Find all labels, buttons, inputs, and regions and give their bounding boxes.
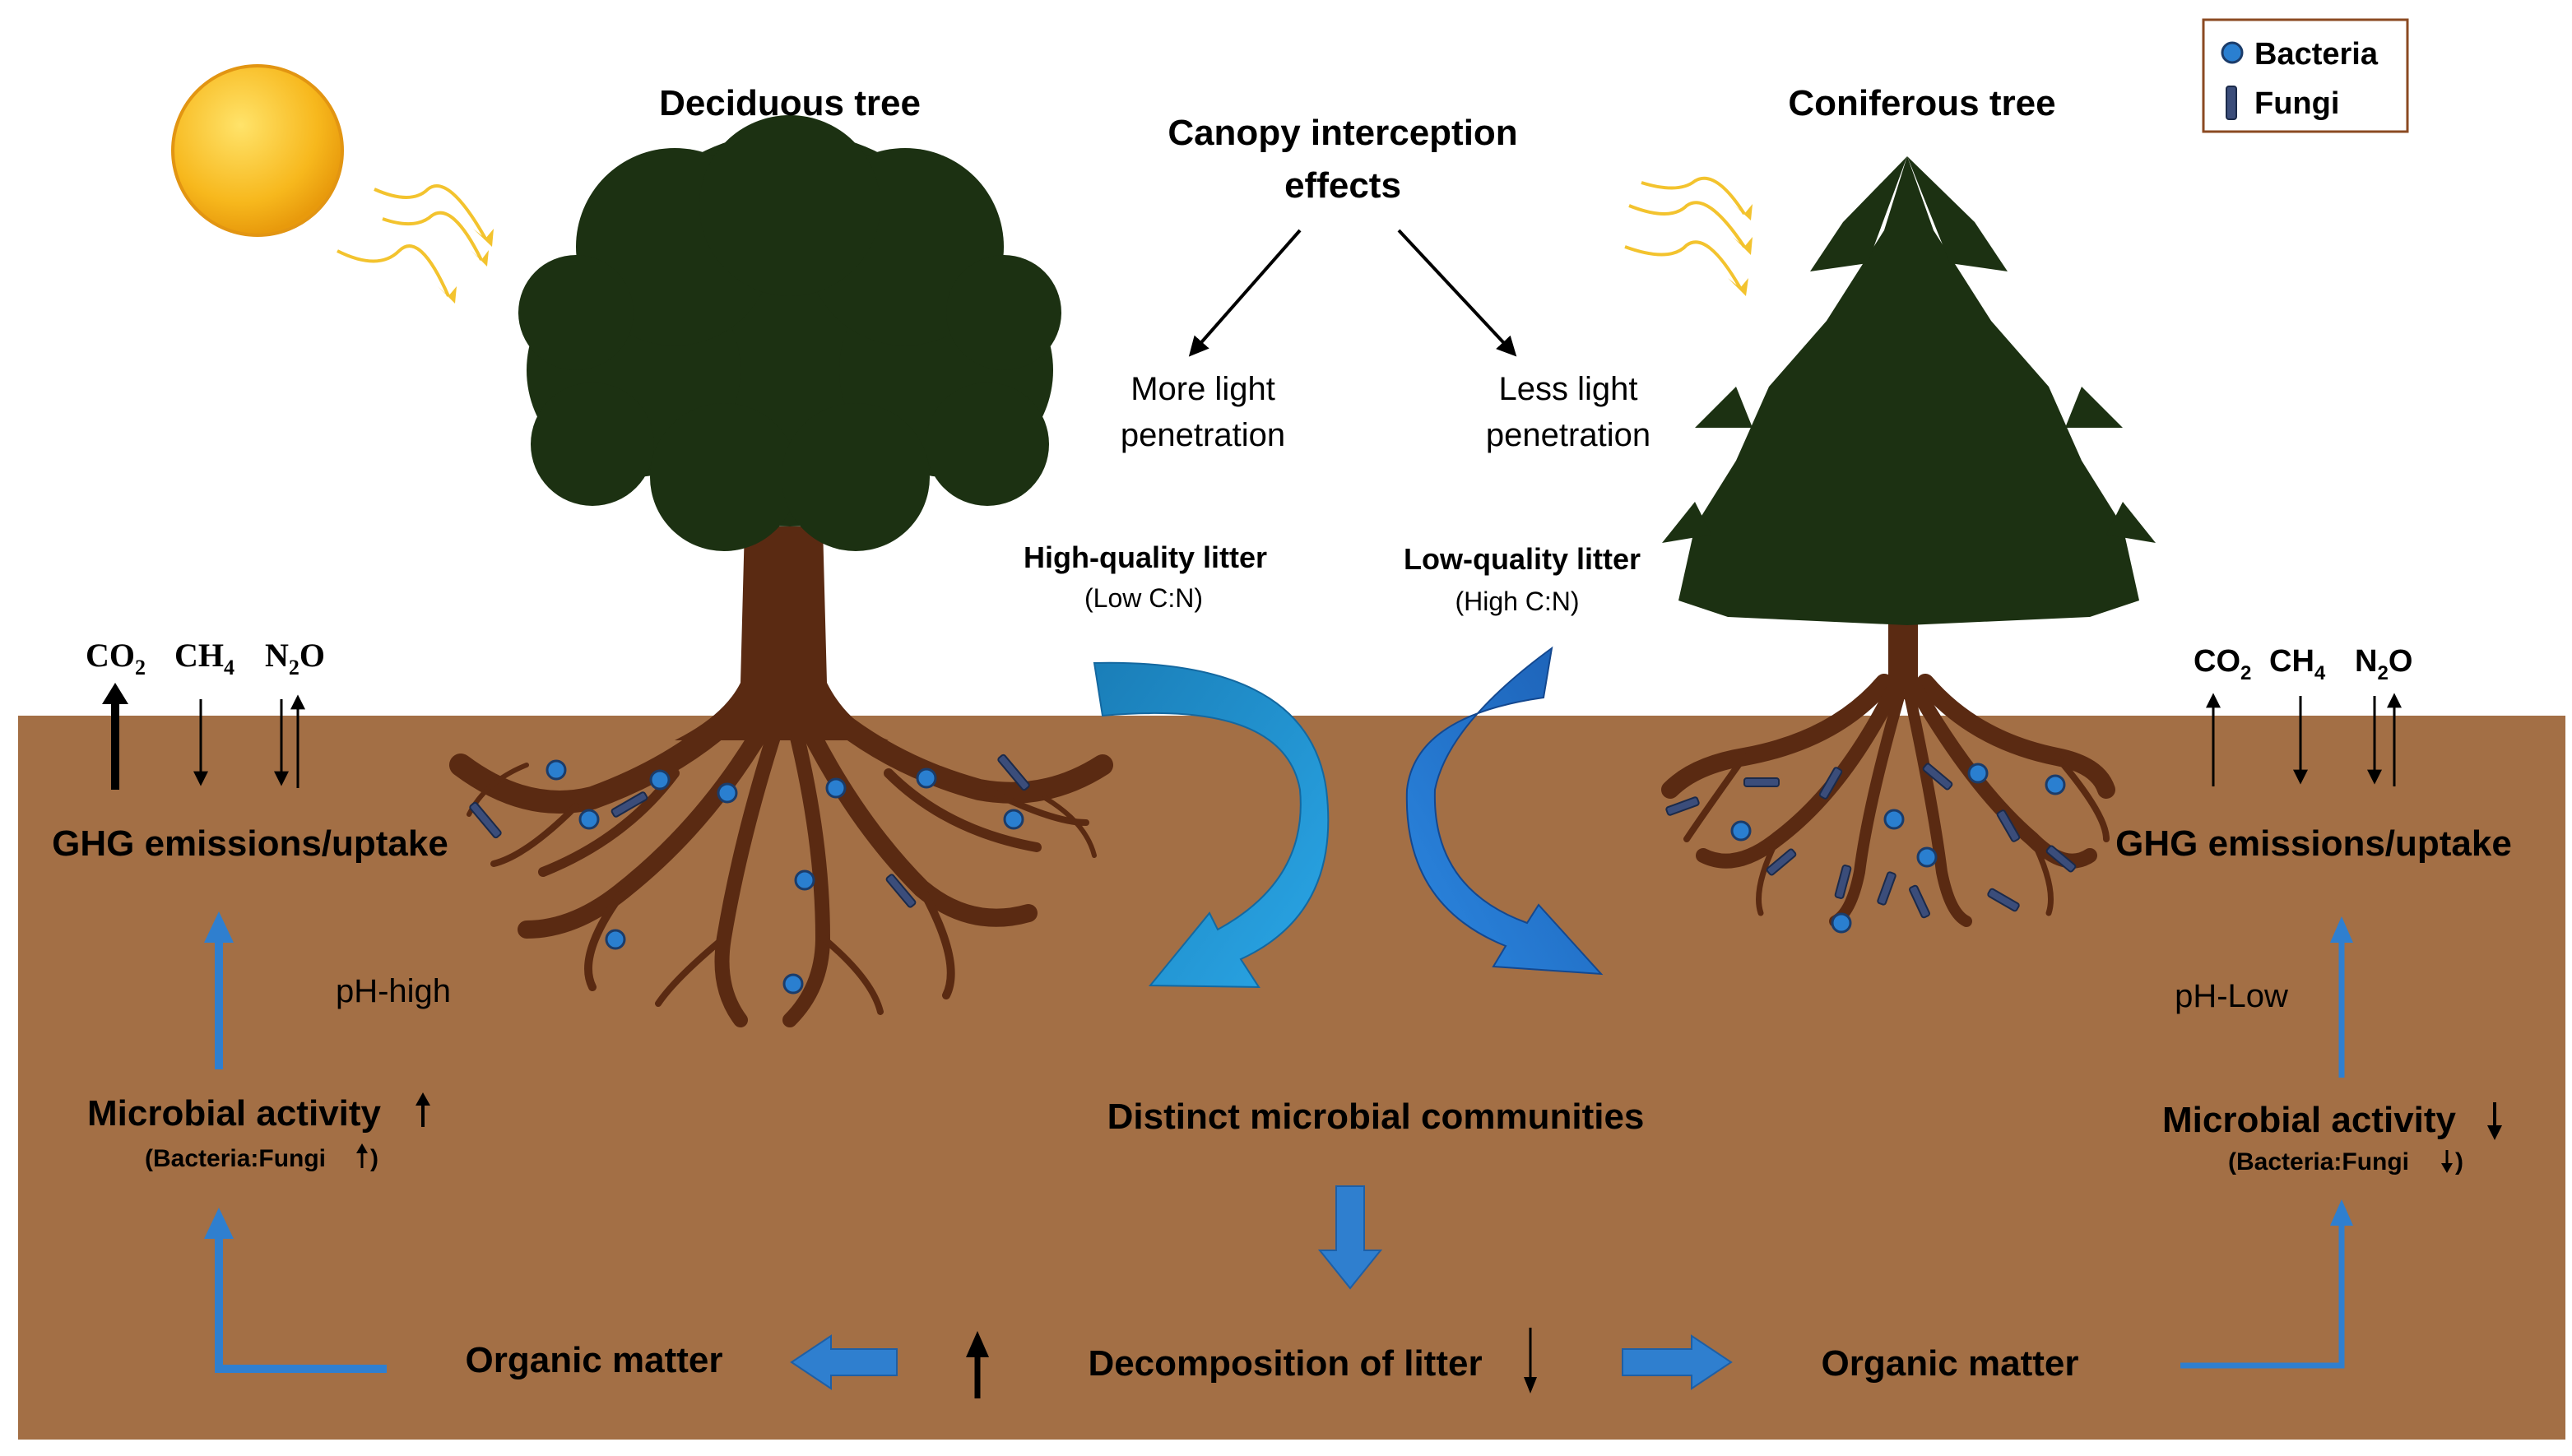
left-gas-flux-arrows (102, 683, 305, 790)
soil-layer (18, 716, 2565, 1440)
left-ratio-increase-icon (356, 1143, 368, 1168)
right-co2-label: CO2 (2194, 644, 2251, 684)
deciduous-bacteria (546, 759, 1024, 995)
high-quality-litter-label: High-quality litter (1024, 540, 1267, 574)
coniferous-fungi (1665, 763, 2077, 919)
coniferous-tree (1661, 156, 2156, 934)
right-gas-labels: CO2 CH4 N2O (2194, 644, 2412, 684)
less-light-line1: Less light (1499, 371, 1638, 407)
left-co2-label: CO2 (86, 637, 146, 679)
left-microbial-increase-icon (416, 1092, 430, 1127)
high-quality-litter-arrow (1093, 661, 1330, 989)
left-l-arrow (215, 1234, 387, 1373)
canopy-arrow-right (1397, 229, 1517, 357)
right-microbial-decrease-icon (2487, 1102, 2502, 1140)
more-light-line2: penetration (1121, 417, 1285, 453)
low-quality-litter-label: Low-quality litter (1404, 542, 1641, 576)
right-block-arrow (1622, 1334, 1733, 1390)
canopy-title-line2: effects (1284, 165, 1401, 206)
deciduous-tree (449, 115, 1113, 1027)
right-l-arrow (2180, 1222, 2345, 1369)
left-n2o-label: N2O (265, 637, 325, 679)
high-quality-litter-sub: (Low C:N) (1084, 583, 1203, 613)
more-light-line1: More light (1130, 371, 1275, 407)
left-ratio-label: (Bacteria:Fungi (145, 1145, 326, 1172)
legend-box (2202, 18, 2409, 133)
deciduous-tree-label: Deciduous tree (659, 83, 921, 123)
coniferous-bacteria (1730, 763, 2066, 934)
right-organic-matter-label: Organic matter (1822, 1343, 2079, 1384)
coniferous-tree-label: Coniferous tree (1788, 83, 2055, 123)
right-up-arrow-upper (2330, 916, 2353, 1078)
left-ph-label: pH-high (336, 973, 451, 1009)
left-l-arrowhead (204, 1208, 234, 1239)
legend: Bacteria Fungi (2202, 18, 2409, 133)
deciduous-canopy (518, 115, 1061, 551)
sun-icon (171, 64, 344, 237)
right-gas-flux-arrows (2206, 693, 2402, 786)
low-quality-litter-sub: (High C:N) (1455, 587, 1579, 616)
bacteria-legend-icon (2221, 41, 2244, 64)
left-gas-labels: CO2 CH4 N2O (86, 637, 325, 679)
left-ratio-close: ) (370, 1145, 378, 1172)
sunlight-rays-icon (337, 176, 1746, 297)
right-l-arrowhead (2330, 1199, 2353, 1226)
right-ch4-label: CH4 (2269, 644, 2326, 684)
right-ghg-label: GHG emissions/uptake (2115, 823, 2512, 864)
organic-increase-icon (966, 1331, 989, 1398)
canopy-arrow-left (1188, 229, 1302, 357)
deciduous-trunk (675, 526, 889, 740)
right-ph-label: pH-Low (2175, 978, 2288, 1014)
right-ratio-decrease-icon (2441, 1150, 2453, 1173)
right-microbial-label: Microbial activity (2162, 1100, 2457, 1140)
coniferous-roots (1661, 674, 2115, 927)
decomposition-label: Decomposition of litter (1088, 1343, 1482, 1384)
left-ch4-label: CH4 (174, 637, 234, 679)
right-n2o-label: N2O (2355, 644, 2412, 684)
deciduous-fungi (469, 754, 1030, 908)
legend-fungi-label: Fungi (2254, 86, 2339, 121)
coniferous-canopy (1662, 156, 2156, 625)
sunlight-arrowheads-icon (438, 204, 1753, 304)
fungi-legend-icon (2226, 86, 2237, 120)
left-up-arrow-upper (204, 911, 234, 1069)
canopy-title-line1: Canopy interception (1168, 113, 1517, 153)
less-light-line2: penetration (1486, 417, 1650, 453)
left-organic-matter-label: Organic matter (466, 1340, 723, 1380)
right-ratio-close: ) (2455, 1148, 2463, 1175)
left-microbial-label: Microbial activity (87, 1093, 382, 1134)
low-quality-litter-arrow (1405, 646, 1604, 976)
center-down-block-arrow (1317, 1185, 1383, 1290)
left-block-arrow (790, 1334, 898, 1390)
left-ghg-label: GHG emissions/uptake (52, 823, 448, 864)
right-ratio-label: (Bacteria:Fungi (2228, 1148, 2409, 1175)
legend-bacteria-label: Bacteria (2254, 37, 2379, 72)
decomposition-decrease-icon (1524, 1328, 1537, 1393)
distinct-communities-label: Distinct microbial communities (1107, 1097, 1645, 1137)
